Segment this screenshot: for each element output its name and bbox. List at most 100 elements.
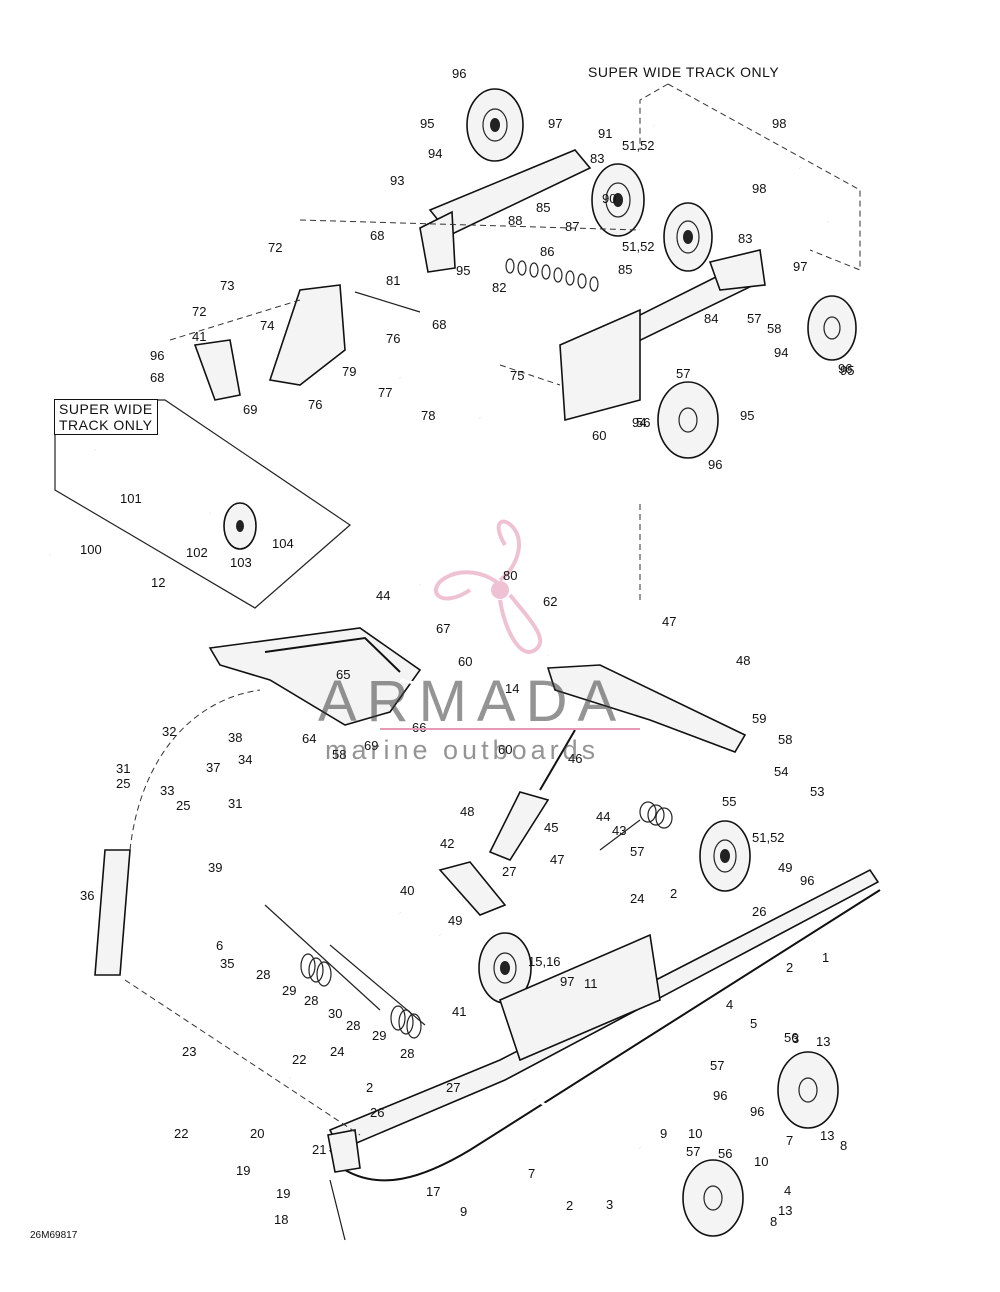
callout-label: 48 — [460, 804, 474, 819]
callout-label: 78 — [421, 408, 435, 423]
callout-label: 94 — [632, 415, 646, 430]
shaft-23 — [143, 992, 292, 1081]
callout-label: 38 — [228, 730, 242, 745]
callout-label: 75 — [510, 368, 524, 383]
callout-label: 12 — [151, 575, 165, 590]
callout-label: 67 — [436, 621, 450, 636]
callout-label: 100 — [80, 542, 102, 557]
shock-absorber-45 — [488, 729, 576, 861]
callout-label: 56 — [636, 415, 650, 430]
callout-label: 84 — [704, 311, 718, 326]
callout-label: 10 — [688, 1126, 702, 1141]
callout-label: 74 — [260, 318, 274, 333]
callout-label: 57 — [747, 311, 761, 326]
callout-label: 94 — [774, 345, 788, 360]
callout-label: 41 — [192, 329, 206, 344]
callout-label: 80 — [503, 568, 517, 583]
front-arm-bracket-79 — [193, 284, 346, 401]
callout-label: 95 — [456, 263, 470, 278]
callout-label: 4 — [726, 997, 733, 1012]
callout-label: 82 — [492, 280, 506, 295]
callout-label: 27 — [446, 1080, 460, 1095]
callout-label: 81 — [386, 273, 400, 288]
super-wide-track-note-left-line1: SUPER WIDE — [59, 401, 153, 417]
callout-label: 51,52 — [622, 239, 655, 254]
shaft-78 — [399, 376, 481, 420]
callout-label: 58 — [778, 732, 792, 747]
callout-label: 96 — [150, 348, 164, 363]
callout-label: 98 — [772, 116, 786, 131]
center-bracket-42 — [398, 861, 507, 938]
callout-label: 8 — [770, 1214, 777, 1229]
link-36 — [94, 849, 131, 976]
callout-label: 13 — [816, 1034, 830, 1049]
callout-label: 98 — [752, 181, 766, 196]
callout-label: 69 — [364, 738, 378, 753]
idler-wheel-94-top-left — [466, 88, 524, 162]
callout-label: 44 — [596, 809, 610, 824]
callout-label: 85 — [536, 200, 550, 215]
callout-label: 26 — [752, 904, 766, 919]
drawing-code: 26M69817 — [30, 1230, 78, 1241]
callout-label: 95 — [740, 408, 754, 423]
callout-label: 86 — [540, 244, 554, 259]
callout-label: 56 — [784, 1030, 798, 1045]
callout-label: 96 — [713, 1088, 727, 1103]
callout-label: 41 — [452, 1004, 466, 1019]
callout-label: 57 — [630, 844, 644, 859]
axle-98-lower — [652, 123, 830, 225]
spring-arm-30 — [329, 944, 426, 1026]
callout-label: 45 — [544, 820, 558, 835]
callout-label: 31 — [228, 796, 242, 811]
callout-label: 28 — [256, 967, 270, 982]
callout-label: 2 — [670, 886, 677, 901]
callout-label: 57 — [710, 1058, 724, 1073]
callout-label: 49 — [778, 860, 792, 875]
callout-label: 40 — [400, 883, 414, 898]
idler-wheel-51-52-mid — [663, 202, 713, 272]
callout-label: 59 — [752, 711, 766, 726]
shaft-12 — [49, 553, 211, 647]
swt-top-outline — [639, 83, 861, 271]
callout-label: 83 — [738, 231, 752, 246]
callout-label: 28 — [304, 993, 318, 1008]
idler-wheel-94-mid — [657, 381, 719, 459]
watermark-tagline: marine outboards — [325, 735, 600, 765]
callout-label: 87 — [565, 219, 579, 234]
callout-label: 66 — [412, 720, 426, 735]
callout-label: 32 — [162, 724, 176, 739]
spring-43 — [599, 801, 673, 851]
callout-label: 58 — [332, 747, 346, 762]
super-wide-track-note-left: SUPER WIDE TRACK ONLY — [54, 399, 158, 435]
callout-label: 93 — [390, 173, 404, 188]
callout-label: 27 — [502, 864, 516, 879]
idler-wheel-94-right — [807, 295, 857, 361]
callout-label: 55 — [722, 794, 736, 809]
callout-label: 85 — [618, 262, 632, 277]
watermark-brand: ARMADA — [318, 669, 627, 734]
callout-label: 15,16 — [528, 954, 561, 969]
callout-label: 30 — [328, 1006, 342, 1021]
wheel-7-upper — [777, 1051, 839, 1129]
super-wide-track-note-top: SUPER WIDE TRACK ONLY — [588, 64, 780, 80]
callout-label: 69 — [243, 402, 257, 417]
callout-label: 19 — [236, 1163, 250, 1178]
rear-arm-59 — [399, 664, 747, 753]
callout-label: 26 — [370, 1105, 384, 1120]
callout-label: 96 — [838, 361, 852, 376]
callout-label: 102 — [186, 545, 208, 560]
shaft-101 — [93, 447, 212, 516]
callout-label: 83 — [590, 151, 604, 166]
callout-label: 42 — [440, 836, 454, 851]
callout-label: 62 — [543, 594, 557, 609]
callout-label: 68 — [432, 317, 446, 332]
callout-label: 57 — [686, 1144, 700, 1159]
callout-label: 65 — [336, 667, 350, 682]
callout-label: 51,52 — [752, 830, 785, 845]
cable-81 — [354, 291, 421, 313]
callout-label: 24 — [630, 891, 644, 906]
callout-label: 17 — [426, 1184, 440, 1199]
